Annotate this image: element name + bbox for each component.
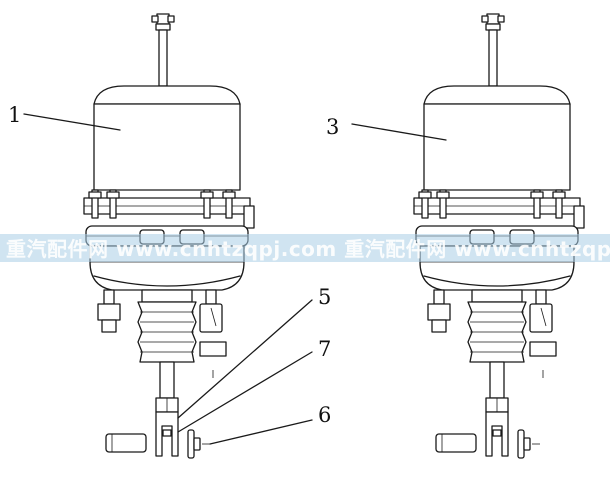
callout-5: 5 bbox=[318, 285, 331, 309]
watermark: 重汽配件网 www.cnhtzqpj.com 重汽配件网 www.cnhtzqp… bbox=[0, 234, 610, 262]
leader-lines bbox=[23, 113, 447, 445]
leader-line-6 bbox=[209, 419, 313, 445]
leader-line-7 bbox=[177, 351, 313, 433]
callout-6: 6 bbox=[318, 403, 331, 427]
leader-line-3 bbox=[351, 123, 447, 141]
callout-3: 3 bbox=[326, 115, 339, 139]
watermark-text: 重汽配件网 www.cnhtzqpj.com 重汽配件网 www.cnhtzqp… bbox=[6, 237, 610, 261]
watermark-band bbox=[0, 234, 610, 262]
leader-line-1 bbox=[23, 113, 121, 131]
leader-line-5 bbox=[177, 299, 313, 419]
callout-7: 7 bbox=[318, 337, 331, 361]
callout-1: 1 bbox=[8, 103, 21, 127]
